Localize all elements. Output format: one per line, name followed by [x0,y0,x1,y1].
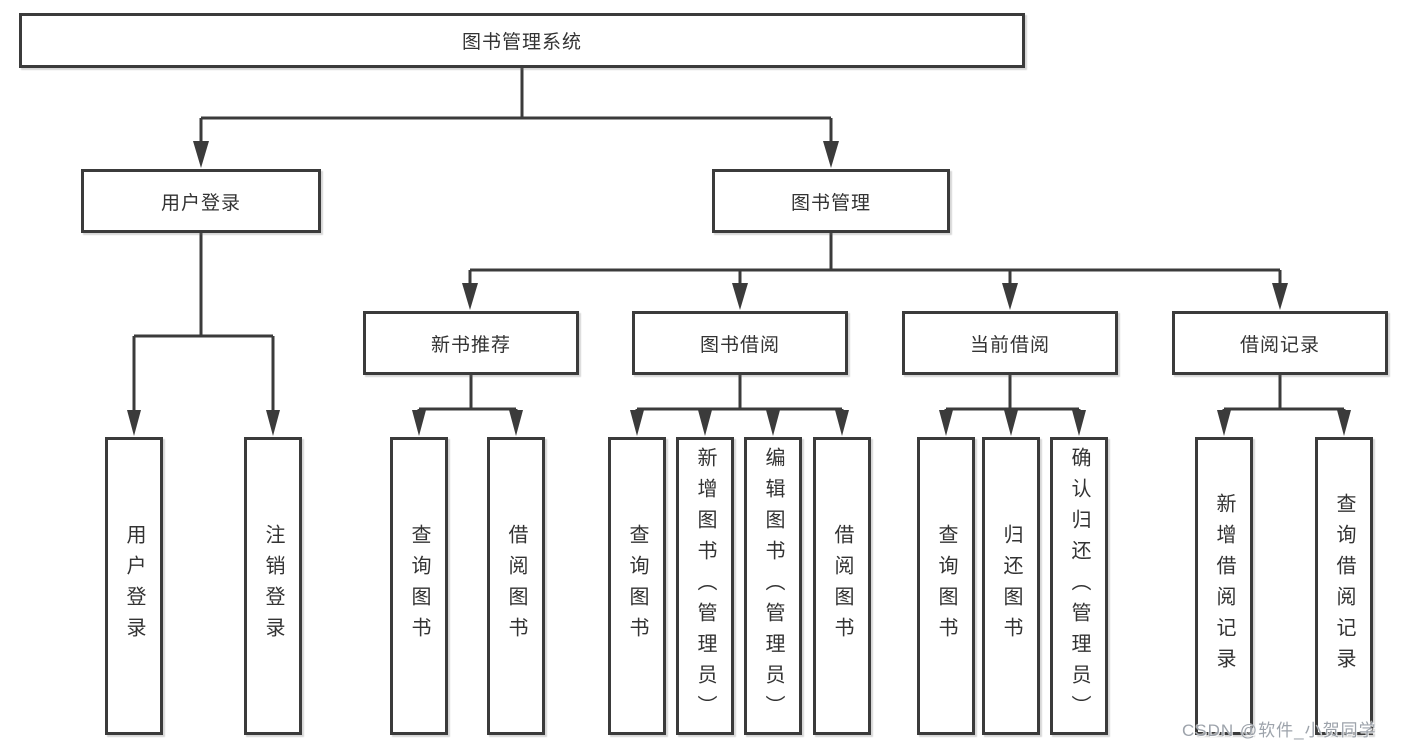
node-label: 图书管理系统 [461,32,582,53]
leaf-label: 查询图书 [408,524,430,648]
leaf-label: 注销登录 [262,524,284,648]
leaf-query-books-rec: 查询图书 [390,437,448,735]
arrowhead-leaf-l4c [1072,410,1086,436]
node-current-borrow: 当前借阅 [902,311,1118,375]
leaf-add-borrow-record: 新增借阅记录 [1195,437,1253,735]
node-system-root: 图书管理系统 [19,13,1025,68]
node-book-borrow: 图书借阅 [632,311,848,375]
leaf-query-books-borrow: 查询图书 [608,437,666,735]
leaf-edit-books-admin: 编辑图书（管理员） [744,437,802,735]
arrowhead-current [1002,283,1018,310]
leaf-label: 归还图书 [1000,524,1022,648]
arrowhead-leaf-l3c [766,410,780,436]
leaf-label: 编辑图书（管理员） [762,446,784,726]
leaf-label: 借阅图书 [505,524,527,648]
leaf-label: 借阅图书 [831,524,853,648]
leaf-borrow-books: 借阅图书 [813,437,871,735]
connector-borrow-children [635,375,844,412]
arrowhead-leaf-l3d [835,410,849,436]
leaf-add-books-admin: 新增图书（管理员） [676,437,734,735]
arrowhead-rec [462,283,478,310]
arrowhead-leaf-l2b [509,410,523,436]
arrowhead-leaf-l4b [1004,410,1018,436]
arrowhead-leaf-l3b [698,410,712,436]
arrowhead-leaf-l5a [1217,410,1231,436]
connector-user-login-children [132,233,275,412]
node-label: 当前借阅 [969,334,1050,356]
arrowhead-leaf-l5b [1337,410,1351,436]
leaf-label: 查询借阅记录 [1333,493,1355,679]
leaf-confirm-return-admin: 确认归还（管理员） [1050,437,1108,735]
leaf-query-borrow-record: 查询借阅记录 [1315,437,1373,735]
leaf-label: 新增图书（管理员） [694,446,716,726]
connector-root-to-level2 [199,68,833,143]
node-label: 借阅记录 [1239,334,1320,356]
node-user-login: 用户登录 [81,169,321,233]
node-book-management: 图书管理 [712,169,950,233]
node-new-book-recommend: 新书推荐 [363,311,579,375]
arrowhead-borrow [732,283,748,310]
arrowhead-user-login [193,141,209,168]
connector-current-children [944,375,1081,412]
node-label: 新书推荐 [430,334,511,356]
arrowhead-leaf-l1a [127,410,141,436]
leaf-label: 确认归还（管理员） [1068,446,1090,726]
node-label: 图书管理 [790,192,871,214]
arrowhead-book-mgmt [823,141,839,168]
leaf-label: 查询图书 [626,524,648,648]
connector-rec-children [417,375,518,412]
arrowhead-leaf-l2a [412,410,426,436]
leaf-borrow-books-rec: 借阅图书 [487,437,545,735]
arrowhead-records [1272,283,1288,310]
leaf-label: 用户登录 [123,524,145,648]
node-label: 图书借阅 [699,334,780,356]
leaf-label: 查询图书 [935,524,957,648]
connector-records-children [1222,375,1346,412]
leaf-label: 新增借阅记录 [1213,493,1235,679]
arrowhead-leaf-l3a [630,410,644,436]
arrowhead-leaf-l1b [266,410,280,436]
connector-book-mgmt-children [468,233,1282,285]
node-label: 用户登录 [160,192,241,214]
leaf-return-books: 归还图书 [982,437,1040,735]
leaf-logout: 注销登录 [244,437,302,735]
leaf-user-login: 用户登录 [105,437,163,735]
csdn-watermark: CSDN @软件_小贺同学 [1182,721,1377,740]
arrowhead-leaf-l4a [939,410,953,436]
leaf-query-books-current: 查询图书 [917,437,975,735]
node-borrow-records: 借阅记录 [1172,311,1388,375]
